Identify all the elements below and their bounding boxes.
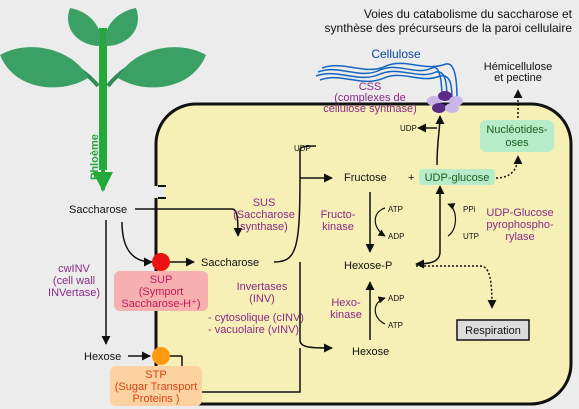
ppi-label: PPi <box>463 205 476 214</box>
fructokinase-label-1: Fructo- <box>321 209 356 221</box>
hemicellulose-label: Hémicellulose <box>484 61 552 73</box>
hexokinase-label-1: Hexo- <box>331 297 361 309</box>
cwinv-label-1: cwINV <box>58 263 90 275</box>
udp-left-label: UDP <box>294 144 311 153</box>
css-label-1: CSS <box>359 81 382 93</box>
hexose-p-node: Hexose-P <box>344 260 392 272</box>
pectine-label: et pectine <box>494 72 542 84</box>
title-line-1: Voies du catabolisme du saccharose et <box>364 7 573 21</box>
utp-label: UTP <box>463 232 479 241</box>
phloem-label: Phloème <box>89 134 101 180</box>
respiration-box <box>456 319 530 341</box>
nucleotides-label-2: oses <box>505 137 529 149</box>
cwinv-label-2: (cell wall <box>53 275 95 287</box>
sup-label-2: (Symport <box>139 286 184 298</box>
hexokinase-label-2: kinase <box>330 309 362 321</box>
ugp-label-2: pyrophospho- <box>486 219 554 231</box>
leaf-right-top <box>105 8 138 46</box>
cellulose-fibers <box>315 62 458 101</box>
sup-label-1: SUP <box>150 274 173 286</box>
cwinv-label-3: INVertase) <box>48 287 100 299</box>
invertases-label-3: - cytosolique (cINV) <box>208 312 304 324</box>
udp-glucose-node: UDP-glucose <box>425 172 490 184</box>
nucleotides-oses-box <box>480 120 554 152</box>
stp-label-1: STP <box>145 369 166 381</box>
fructokinase-label-2: kinase <box>322 221 354 233</box>
fructose-node: Fructose <box>344 172 387 184</box>
adp2-label: ADP <box>388 294 404 303</box>
leaf-left-top <box>68 8 101 46</box>
cellulose-label: Cellulose <box>371 47 421 61</box>
leaf-left-bottom <box>0 47 88 88</box>
css-complex <box>427 91 463 113</box>
sup-label-3: Saccharose-H⁺) <box>121 298 200 310</box>
css-label-3: cellulose synthase) <box>323 103 417 115</box>
sus-label-3: synthase) <box>240 221 288 233</box>
udp-glucose-box <box>419 169 495 185</box>
saccharose-outside: Saccharose <box>69 204 127 216</box>
stp-transporter <box>152 347 170 365</box>
sus-label-1: SUS <box>253 197 276 209</box>
invertases-label-4: - vacuolaire (vINV) <box>208 324 299 336</box>
sup-transporter <box>152 253 170 271</box>
udp-top-label: UDP <box>400 124 417 133</box>
adp1-label: ADP <box>388 232 404 241</box>
plant-illustration: Phloème <box>0 8 206 192</box>
hexose-outside: Hexose <box>84 351 121 363</box>
invertases-label-2: (INV) <box>249 293 275 305</box>
stp-label-3: Proteins ) <box>132 393 179 405</box>
saccharose-inside: Saccharose <box>201 257 259 269</box>
sus-label-2: (Saccharose <box>233 209 295 221</box>
invertases-label-1: Invertases <box>237 281 288 293</box>
ugp-label-1: UDP-Glucose <box>486 207 553 219</box>
respiration-label: Respiration <box>465 325 521 337</box>
nucleotides-label-1: Nucléotides- <box>486 124 547 136</box>
atp1-label: ATP <box>388 205 403 214</box>
leaf-right-bottom <box>118 47 206 88</box>
plus-sign: + <box>408 172 414 184</box>
title-line-2: synthèse des précurseurs de la paroi cel… <box>325 21 573 35</box>
hexose-inside: Hexose <box>352 346 389 358</box>
atp2-label: ATP <box>388 321 403 330</box>
ugp-label-3: rylase <box>505 231 534 243</box>
css-label-2: (complexes de <box>334 92 406 104</box>
stp-label-2: (Sugar Transport <box>115 381 198 393</box>
